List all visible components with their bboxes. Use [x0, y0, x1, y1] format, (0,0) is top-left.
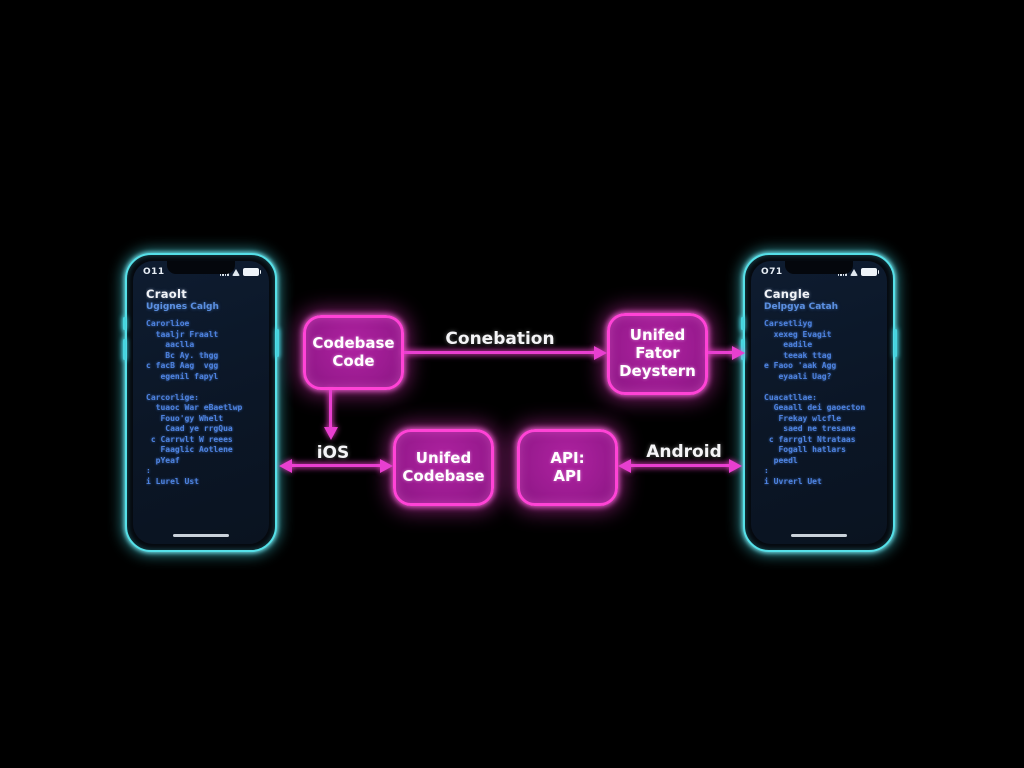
arrow-ios-right-head-icon: [380, 459, 393, 473]
code-line: Cuacatllae:: [764, 392, 817, 402]
code-line: [764, 382, 881, 393]
battery-icon: [861, 268, 879, 276]
code-line: c facB Aag vgg: [146, 361, 219, 370]
code-line: c farrglt Ntrataas: [764, 434, 856, 444]
left-phone-notch: [167, 261, 235, 274]
code-line: peedl: [764, 455, 798, 465]
arrow-codebase-down-head-icon: [324, 427, 338, 440]
arrow-conebation-line: [404, 351, 596, 354]
arrow-conebation-head-icon: [594, 346, 607, 360]
flow-label-ios: iOS: [316, 443, 350, 463]
left-phone-mockup: O11 Craolt Ugignes Calgh Carorlioe taalj…: [123, 253, 279, 552]
code-line: eadile: [764, 340, 813, 349]
right-phone-home-indicator: [791, 534, 847, 537]
right-phone-status-time: O71: [761, 267, 783, 277]
left-phone-heading: Craolt: [146, 287, 188, 301]
code-line: :: [146, 466, 151, 475]
arrow-ios-line: [290, 464, 382, 467]
flow-node-label: API: API: [550, 448, 585, 485]
right-phone-power-button: [894, 329, 897, 357]
arrow-android-right-head-icon: [729, 459, 742, 473]
code-line: Carcorlige:: [146, 392, 199, 402]
right-phone-volume-up-button: [741, 317, 744, 330]
right-phone-content: Cangle Delpgya Catah Carsetliyg xexeg Ev…: [764, 287, 881, 524]
left-phone-volume-down-button: [123, 339, 126, 360]
code-line: teeak ttag: [764, 350, 832, 360]
flow-node-unifed-codebase: Unifed Codebase: [393, 429, 494, 506]
code-line: Geaall dei gaoecton: [764, 403, 866, 412]
left-phone-subheading: Ugignes Calgh: [146, 302, 219, 312]
code-line: pYeaf: [146, 455, 180, 465]
wifi-icon: [850, 269, 858, 276]
right-phone-screen: O71 Cangle Delpgya Catah Carsetliyg xexe…: [751, 261, 887, 544]
flow-node-unifed-fator-deystern: Unifed Fator Deystern: [607, 313, 708, 395]
code-line: Faaglic Aotlene: [146, 445, 233, 454]
code-line: xexeg Evagit: [764, 329, 832, 339]
code-line: i Lurel Ust: [146, 476, 199, 486]
flow-node-api: API: API: [517, 429, 618, 506]
flow-label-android: Android: [646, 442, 722, 462]
code-line: egenil fapyl: [146, 371, 219, 381]
code-line: Bc Ay. thgg: [146, 350, 219, 360]
code-line: Frekay wlcfle: [764, 413, 842, 423]
left-phone-code-lines: Carorlioe taaljr Fraalt aaclla Bc Ay. th…: [146, 319, 263, 487]
arrow-deystern-to-phone-line: [708, 351, 734, 354]
arrow-android-left-head-icon: [618, 459, 631, 473]
arrow-deystern-to-phone-head-icon: [732, 346, 745, 360]
code-line: e Faoo 'aak Agg: [764, 361, 837, 370]
flow-node-codebase-code: Codebase Code: [303, 315, 404, 390]
flow-label-conebation: Conebation: [445, 329, 555, 349]
wifi-icon: [232, 269, 240, 276]
code-line: :: [764, 466, 769, 475]
code-line: taaljr Fraalt: [146, 329, 219, 339]
left-phone-home-indicator: [173, 534, 229, 537]
right-phone-mockup: O71 Cangle Delpgya Catah Carsetliyg xexe…: [741, 253, 897, 552]
left-phone-status-time: O11: [143, 267, 165, 277]
left-phone-screen: O11 Craolt Ugignes Calgh Carorlioe taalj…: [133, 261, 269, 544]
arrow-codebase-down-line: [329, 390, 332, 428]
code-line: c Carrwlt W reees: [146, 434, 233, 444]
left-phone-power-button: [276, 329, 279, 357]
code-line: i Uvrerl Uet: [764, 476, 822, 486]
code-line: Carsetliyg: [764, 319, 813, 328]
code-line: tuaoc War eBaetlwp: [146, 403, 243, 412]
code-line: Fouo'gy Whelt: [146, 413, 224, 423]
code-line: aaclla: [146, 340, 195, 349]
flow-node-label: Unifed Codebase: [402, 448, 485, 485]
flow-node-label: Codebase Code: [312, 333, 395, 370]
right-phone-code-lines: Carsetliyg xexeg Evagit eadile teeak tta…: [764, 319, 881, 487]
arrow-android-line: [629, 464, 731, 467]
code-line: Caad ye rrgQua: [146, 424, 233, 433]
right-phone-subheading: Delpgya Catah: [764, 302, 839, 312]
code-line: saed ne tresane: [764, 424, 856, 433]
right-phone-notch: [785, 261, 853, 274]
code-line: Fogall hatlars: [764, 445, 846, 454]
battery-icon: [243, 268, 261, 276]
flow-node-label: Unifed Fator Deystern: [619, 326, 696, 380]
code-line: Carorlioe: [146, 319, 190, 328]
code-line: eyaali Uag?: [764, 371, 832, 381]
left-phone-volume-up-button: [123, 317, 126, 330]
code-line: [146, 382, 263, 393]
right-phone-heading: Cangle: [764, 287, 811, 301]
left-phone-content: Craolt Ugignes Calgh Carorlioe taaljr Fr…: [146, 287, 263, 524]
arrow-ios-left-head-icon: [279, 459, 292, 473]
